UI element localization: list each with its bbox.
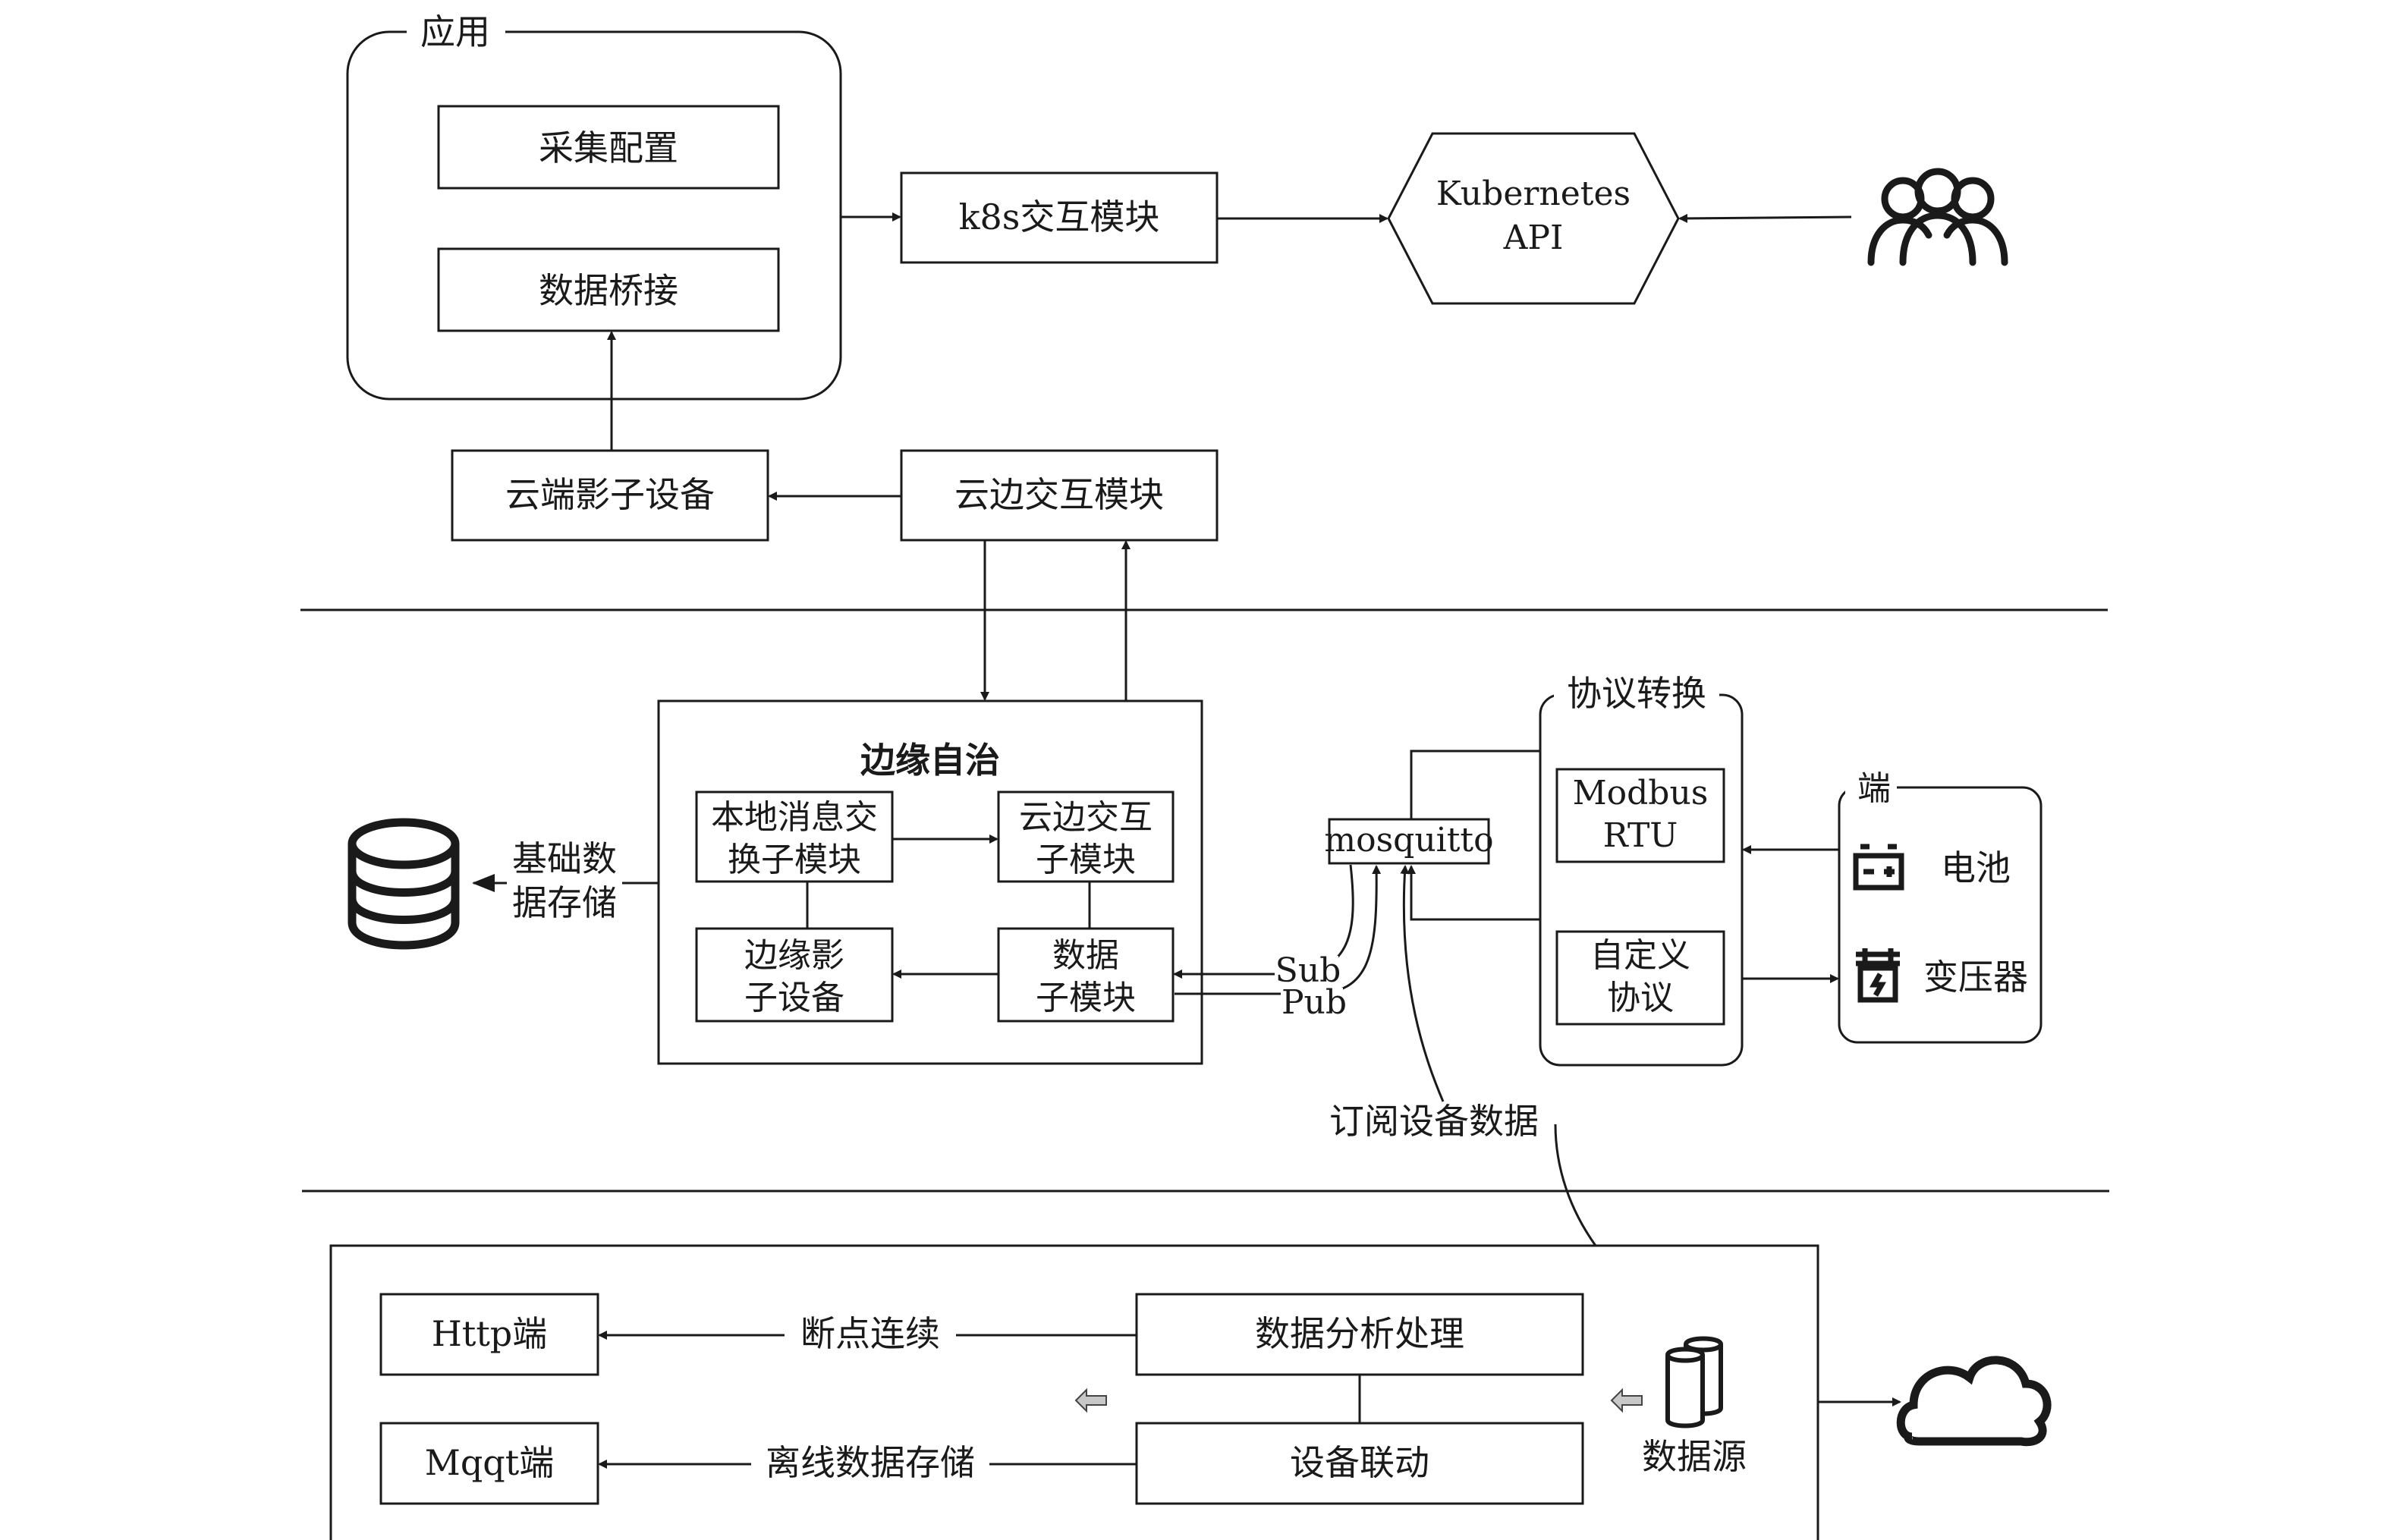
resume-label: 断点连续 (800, 1313, 940, 1354)
arrow-protocol-to-mosquitto (1407, 865, 1540, 921)
cloud-edge-submodule: 云边交互 子模块 (997, 790, 1175, 883)
arrow-users-to-api (1678, 213, 1852, 223)
battery-label: 电池 (1941, 847, 2011, 888)
modbus-line1: Modbus (1573, 774, 1709, 812)
protocol-title: 协议转换 (1567, 673, 1706, 714)
pub-label: Pub (1281, 983, 1347, 1022)
collect-config-box: 采集配置 (437, 105, 780, 190)
battery-icon (1853, 844, 1904, 891)
storage-line2: 据存储 (512, 882, 617, 923)
device-group: 端 (1838, 769, 2043, 1044)
gray-arrow-icon (1610, 1388, 1643, 1413)
custom-protocol-box: 自定义 协议 (1555, 930, 1725, 1026)
custom-line2: 协议 (1607, 979, 1674, 1017)
transformer-label: 变压器 (1923, 957, 2028, 998)
edge-autonomy-title: 边缘自治 (860, 740, 1000, 781)
linkage-box: 设备联动 (1135, 1422, 1584, 1505)
data-sub-line2: 子模块 (1036, 979, 1136, 1017)
k8s-api-line1: Kubernetes (1436, 174, 1631, 213)
app-group-label: 应用 (420, 11, 490, 52)
sub-label: Sub (1275, 951, 1341, 990)
app-group: 应用 (346, 11, 842, 401)
mosquitto-box: mosquitto (1324, 818, 1494, 865)
arrow-subscribe-to-mosquitto (1400, 865, 1445, 1102)
cloud-edge-sub-line2: 子模块 (1036, 841, 1136, 879)
cloud-edge-module-box: 云边交互模块 (900, 449, 1219, 542)
analysis-label: 数据分析处理 (1255, 1313, 1464, 1354)
mqtt-end-box: Mqqt端 (379, 1422, 599, 1505)
subscribe-label: 订阅设备数据 (1329, 1101, 1539, 1142)
cloud-icon (1896, 1356, 2052, 1447)
modbus-box: Modbus RTU (1555, 768, 1725, 863)
local-msg-module: 本地消息交 换子模块 (695, 790, 894, 883)
cloud-edge-sub-line1: 云边交互 (1019, 798, 1153, 837)
edge-shadow-line2: 子设备 (744, 979, 844, 1017)
data-bridge-box: 数据桥接 (437, 247, 780, 332)
transformer-icon (1856, 948, 1900, 1003)
edge-shadow-line1: 边缘影 (744, 936, 844, 975)
data-source-label: 数据源 (1642, 1436, 1747, 1477)
data-sub-line1: 数据 (1052, 936, 1119, 975)
analysis-box: 数据分析处理 (1135, 1293, 1584, 1376)
edge-shadow-device: 边缘影 子设备 (695, 927, 894, 1023)
offline-store-label: 离线数据存储 (766, 1442, 975, 1483)
data-bridge-label: 数据桥接 (539, 270, 678, 311)
data-submodule: 数据 子模块 (997, 927, 1175, 1023)
http-end-label: Http端 (432, 1313, 548, 1354)
local-msg-line2: 换子模块 (728, 841, 861, 879)
mosquitto-label: mosquitto (1324, 821, 1493, 860)
data-source-icon (1665, 1336, 1723, 1428)
k8s-module-box: k8s交互模块 (900, 171, 1219, 264)
custom-line1: 自定义 (1590, 936, 1690, 975)
users-icon (1867, 168, 2008, 266)
k8s-api-line2: API (1503, 218, 1564, 257)
mqtt-end-label: Mqqt端 (425, 1442, 554, 1483)
storage-line1: 基础数 (512, 838, 617, 879)
cloud-edge-module-label: 云边交互模块 (954, 474, 1164, 515)
database-icon (347, 818, 460, 950)
http-end-box: Http端 (379, 1293, 599, 1376)
collect-config-label: 采集配置 (539, 127, 678, 168)
local-msg-line1: 本地消息交 (711, 798, 878, 837)
cloud-shadow-box: 云端影子设备 (451, 449, 769, 542)
linkage-label: 设备联动 (1290, 1442, 1429, 1483)
k8s-module-label: k8s交互模块 (959, 196, 1160, 237)
device-group-label: 端 (1857, 769, 1891, 808)
line-mosquitto-to-protocol-top (1410, 750, 1540, 819)
gray-arrow-icon (1074, 1388, 1107, 1413)
cloud-shadow-label: 云端影子设备 (505, 474, 715, 515)
k8s-api-hexagon: Kubernetes API (1387, 132, 1680, 305)
modbus-line2: RTU (1603, 816, 1678, 855)
